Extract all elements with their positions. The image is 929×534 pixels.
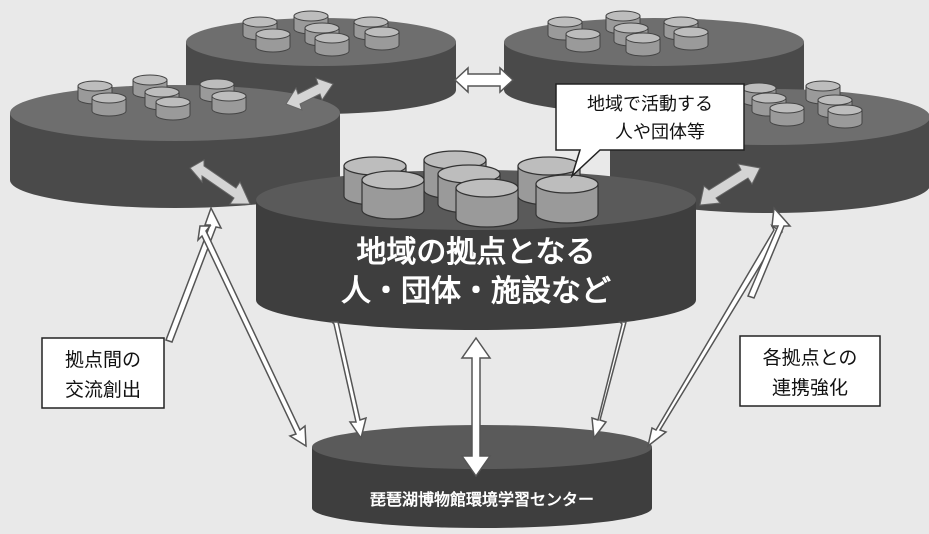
exchange-arrow-left [189, 159, 251, 205]
member-cylinders-mid-right [741, 80, 863, 129]
member-cylinders-top-right [547, 10, 709, 57]
right-label-box [739, 335, 881, 407]
bottom-node-label: 琵琶湖博物館環境学習センター [370, 490, 594, 509]
callout-bubble [555, 83, 745, 179]
member-cylinders-top-left [242, 10, 400, 57]
center-node-line1: 地域の拠点となる [356, 235, 595, 270]
left-label-line1: 拠点間の [65, 349, 141, 371]
left-label-line2: 交流創出 [65, 379, 141, 401]
callout-line1: 地域で活動する [587, 94, 713, 115]
exchange-arrow-top [453, 66, 515, 94]
arrow-left-to-bottom [196, 225, 307, 448]
arrow-center-right-down [591, 321, 627, 440]
arrow-center-vertical [460, 336, 492, 478]
arrow-left-up-hub [165, 206, 223, 343]
connector-arrows [165, 206, 792, 478]
left-label-box [41, 337, 165, 409]
arrow-center-left-down [330, 321, 368, 440]
member-cylinders-mid-left [77, 74, 247, 121]
bottom-node [312, 425, 652, 528]
exchange-arrow-upper-left [285, 77, 334, 111]
center-node-line2: 人・団体・施設など [341, 274, 611, 309]
exchange-arrow-right [699, 163, 761, 206]
center-member-cylinders [343, 150, 599, 228]
right-label-line1: 各拠点との [763, 347, 858, 369]
arrow-right-up-hub [746, 206, 792, 299]
callout-line2: 人や団体等 [615, 122, 705, 143]
right-label-line2: 連携強化 [772, 377, 848, 399]
